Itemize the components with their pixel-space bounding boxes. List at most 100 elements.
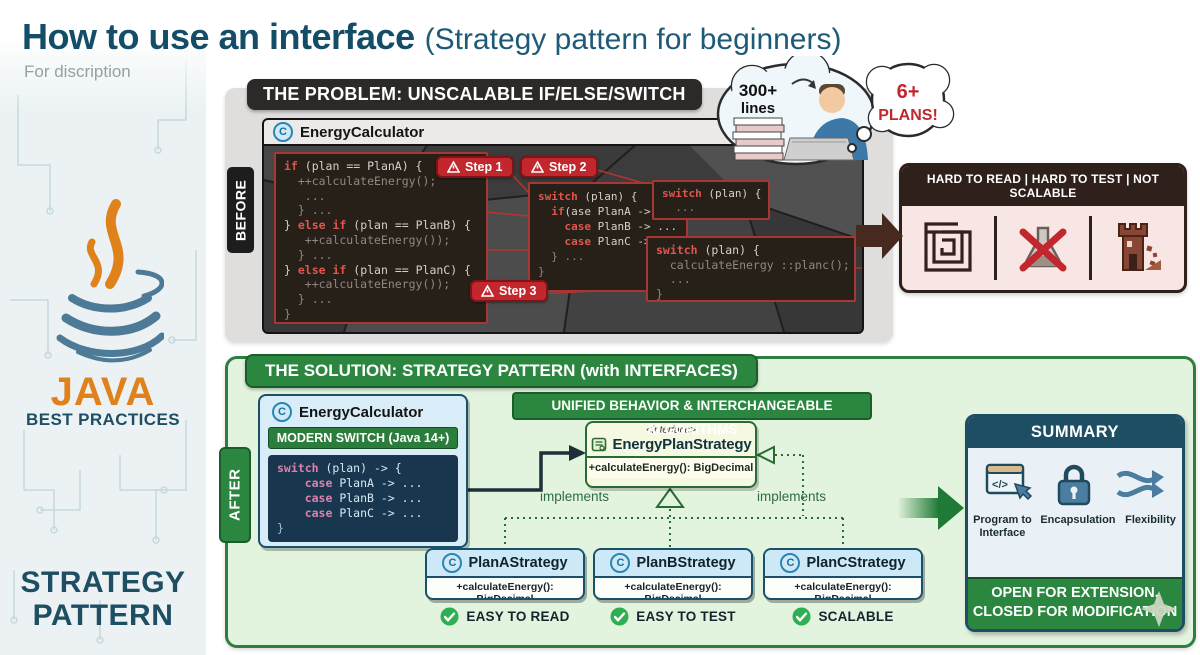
problem-title-badge: THE PROBLEM: UNSCALABLE IF/ELSE/SWITCH [247, 79, 702, 110]
flexibility-icon [1116, 470, 1165, 498]
code-line: } ... [284, 292, 333, 307]
benefit-easy-to-test: EASY TO TEST [593, 607, 753, 626]
java-brand-label: JAVA [50, 370, 156, 414]
class-method: +calculateEnergy(): BigDecimal [624, 581, 722, 600]
summary-item-label: Flexibility [1125, 514, 1176, 526]
warning-icon [481, 285, 494, 297]
code-line: switch (plan) { [656, 243, 760, 257]
open-closed-principle-footer: OPEN FOR EXTENSION, CLOSED FOR MODIFICAT… [968, 577, 1182, 629]
page-title: How to use an interface (Strategy patter… [22, 16, 841, 58]
code-line: } ... [284, 247, 333, 262]
benefit-easy-to-read: EASY TO READ [425, 607, 585, 626]
svg-text:</>: </> [992, 479, 1008, 491]
code-line: } [284, 306, 291, 321]
class-window-header: C EnergyCalculator [260, 396, 466, 427]
interface-name: EnergyPlanStrategy [612, 436, 752, 453]
code-line: if (plan == PlanA) { [284, 159, 423, 173]
code-line: ++calculateEnergy(); [284, 173, 437, 188]
interface-card: <interface> EnergyPlanStrategy +calculat… [585, 421, 757, 488]
code-line: case PlanC -> ... [304, 506, 423, 520]
switch-small-code-block: switch (plan) { ... [652, 180, 770, 220]
step1-badge: Step 1 [436, 156, 514, 178]
class-name: EnergyCalculator [299, 403, 424, 421]
strategy-card-plan-c: C PlanCStrategy +calculateEnergy(): BigD… [763, 548, 923, 600]
circuit-pattern-decoration [10, 60, 197, 644]
crumbling-tower-icon [1117, 223, 1161, 271]
class-name: PlanBStrategy [636, 555, 736, 571]
sidebar: JAVA BEST PRACTICES STRATEGY PATTERN [0, 0, 206, 655]
code-line: ++calculateEnergy()); [284, 277, 451, 292]
ifelse-code-block: if (plan == PlanA) { ++calculateEnergy()… [274, 152, 488, 324]
code-line: case PlanB -> ... [304, 491, 423, 505]
overwhelmed-developer-illustration: 300+ lines 6+ PLANS! [716, 56, 955, 166]
summary-arrow-shaft [897, 498, 939, 518]
warning-icon [531, 161, 544, 173]
line-unit-label: lines [741, 100, 775, 117]
strategy-pattern-label: STRATEGY PATTERN [20, 566, 186, 632]
code-line: ++calculateEnergy()); [284, 232, 451, 247]
code-line: } [656, 286, 663, 301]
modern-switch-code-block: switch (plan) -> { case PlanA -> ... cas… [268, 455, 458, 542]
code-line: } ... [284, 203, 333, 218]
uml-connectors [468, 445, 844, 548]
before-tab: BEFORE [227, 167, 254, 253]
solution-title-badge: THE SOLUTION: STRATEGY PATTERN (with INT… [245, 354, 758, 388]
check-icon [792, 607, 811, 626]
interface-scroll-icon [591, 437, 606, 452]
benefit-scalable: SCALABLE [763, 607, 923, 626]
issues-title: HARD TO READ | HARD TO TEST | NOT SCALAB… [902, 166, 1184, 206]
step2-badge: Step 2 [520, 156, 598, 178]
strategy-card-plan-a: C PlanAStrategy +calculateEnergy(): BigD… [425, 548, 585, 600]
summary-card: SUMMARY </> Program to Interfa [965, 414, 1185, 632]
best-practices-label: BEST PRACTICES [26, 410, 180, 429]
program-to-interface-icon: </> [985, 463, 1032, 501]
class-icon: C [780, 553, 801, 573]
modern-switch-bar: MODERN SWITCH (Java 14+) [268, 427, 458, 449]
class-icon: C [272, 402, 292, 422]
plans-thought-bubble: 6+ PLANS! [865, 62, 955, 138]
realization-triangle-icon [655, 487, 685, 508]
code-line: ... [662, 201, 696, 214]
class-icon: C [273, 122, 293, 142]
lock-icon [1057, 464, 1091, 506]
no-test-flask-icon [1019, 226, 1067, 272]
issues-icons-row [902, 206, 1184, 290]
class-name: EnergyCalculator [300, 123, 425, 141]
code-line: } else if (plan == PlanC) { [284, 262, 471, 277]
class-method: +calculateEnergy(): BigDecimal [794, 581, 892, 600]
interface-stereotype: <interface> [587, 423, 755, 436]
code-line: case PlanA -> ... [304, 476, 423, 490]
code-line: ... [284, 188, 326, 203]
code-line: switch (plan) { [538, 190, 638, 203]
summary-item-label: Program to Interface [973, 514, 1032, 539]
line-count-label: 300+ [739, 81, 777, 100]
plans-word-label: PLANS! [878, 107, 938, 124]
summary-title: SUMMARY [968, 417, 1182, 448]
strategy-card-plan-b: C PlanBStrategy +calculateEnergy(): BigD… [593, 548, 753, 600]
class-name: PlanAStrategy [468, 555, 568, 571]
class-icon: C [610, 553, 631, 573]
interface-method: +calculateEnergy(): BigDecimal [587, 456, 755, 478]
class-method: +calculateEnergy(): BigDecimal [456, 581, 554, 600]
implements-label: implements [540, 489, 610, 504]
step3-badge: Step 3 [470, 280, 548, 302]
code-line: } [277, 521, 284, 535]
page-title-sub: (Strategy pattern for beginners) [424, 23, 842, 56]
code-line: } else if (plan == PlanB) { [284, 218, 471, 233]
code-line: switch (plan) { [662, 187, 762, 200]
class-name: PlanCStrategy [806, 555, 906, 571]
problem-result-arrow-icon [856, 213, 903, 259]
page-title-main: How to use an interface [22, 16, 415, 57]
code-line: case PlanB -> ... [564, 220, 678, 233]
after-class-card: C EnergyCalculator MODERN SWITCH (Java 1… [258, 394, 468, 548]
sidebar-fade-decoration [0, 0, 206, 110]
summary-icons-row: </> [968, 448, 1182, 510]
check-icon [440, 607, 459, 626]
switch-bottom-code-block: switch (plan) { calculateEnergy ::planc(… [646, 236, 856, 302]
code-line: calculateEnergy ::planc(); [656, 257, 850, 272]
maze-icon [924, 222, 972, 272]
sparkle-icon [1141, 591, 1177, 627]
developer-figure [783, 84, 868, 161]
solid-arrowhead-icon [569, 445, 586, 461]
after-tab: AFTER [219, 447, 251, 543]
